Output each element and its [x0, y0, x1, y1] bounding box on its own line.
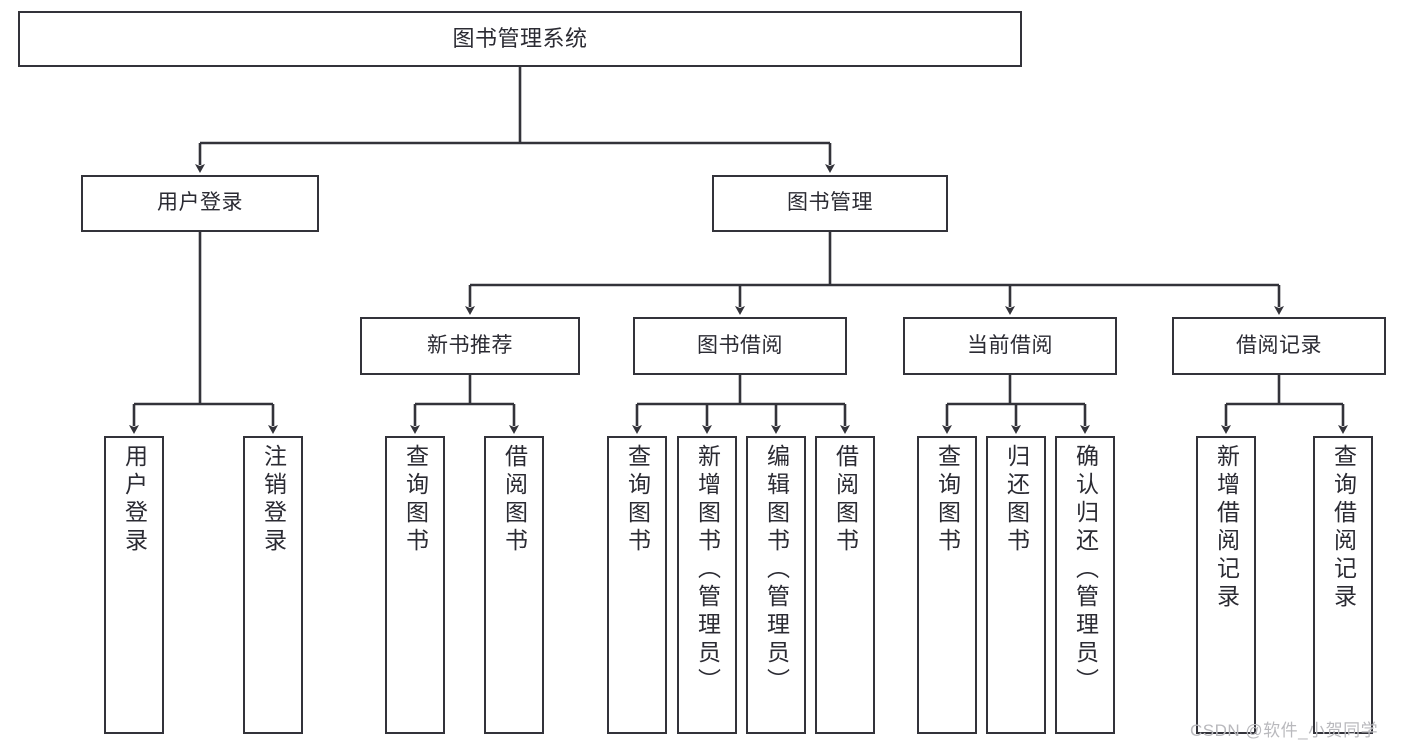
node-label: 当前借阅 [967, 333, 1053, 357]
node-label: 图书管理系统 [452, 26, 588, 52]
node-label: 图书管理 [787, 191, 873, 215]
node-label: 新增图书（管理员） [694, 444, 721, 696]
node-leaf4[interactable]: 借阅图书 [484, 436, 544, 734]
watermark: CSDN @软件_小贺同学 [1190, 721, 1379, 740]
node-root[interactable]: 图书管理系统 [18, 11, 1022, 67]
node-leaf6[interactable]: 新增图书（管理员） [677, 436, 737, 734]
node-leaf9[interactable]: 查询图书 [917, 436, 977, 734]
node-leaf12[interactable]: 新增借阅记录 [1196, 436, 1256, 734]
node-leaf3[interactable]: 查询图书 [385, 436, 445, 734]
node-label: 图书借阅 [697, 333, 783, 357]
node-label: 借阅图书 [832, 444, 859, 556]
node-borrow[interactable]: 图书借阅 [633, 317, 847, 375]
node-label: 查询图书 [934, 444, 961, 556]
node-current[interactable]: 当前借阅 [903, 317, 1117, 375]
node-leaf7[interactable]: 编辑图书（管理员） [746, 436, 806, 734]
node-label: 新书推荐 [427, 333, 513, 357]
node-login[interactable]: 用户登录 [81, 175, 319, 232]
node-leaf2[interactable]: 注销登录 [243, 436, 303, 734]
node-leaf13[interactable]: 查询借阅记录 [1313, 436, 1373, 734]
node-label: 用户登录 [121, 444, 148, 556]
node-label: 编辑图书（管理员） [763, 444, 790, 696]
node-leaf1[interactable]: 用户登录 [104, 436, 164, 734]
node-label: 确认归还（管理员） [1072, 444, 1099, 696]
node-records[interactable]: 借阅记录 [1172, 317, 1386, 375]
node-label: 借阅图书 [501, 444, 528, 556]
node-label: 查询图书 [624, 444, 651, 556]
node-label: 注销登录 [260, 444, 287, 556]
node-label: 借阅记录 [1236, 333, 1322, 357]
node-newbook[interactable]: 新书推荐 [360, 317, 580, 375]
node-leaf5[interactable]: 查询图书 [607, 436, 667, 734]
node-bookmgmt[interactable]: 图书管理 [712, 175, 948, 232]
node-label: 新增借阅记录 [1213, 444, 1240, 612]
node-leaf10[interactable]: 归还图书 [986, 436, 1046, 734]
node-leaf8[interactable]: 借阅图书 [815, 436, 875, 734]
node-label: 用户登录 [157, 191, 243, 215]
node-label: 查询借阅记录 [1330, 444, 1357, 612]
node-label: 归还图书 [1003, 444, 1030, 556]
node-leaf11[interactable]: 确认归还（管理员） [1055, 436, 1115, 734]
node-label: 查询图书 [402, 444, 429, 556]
